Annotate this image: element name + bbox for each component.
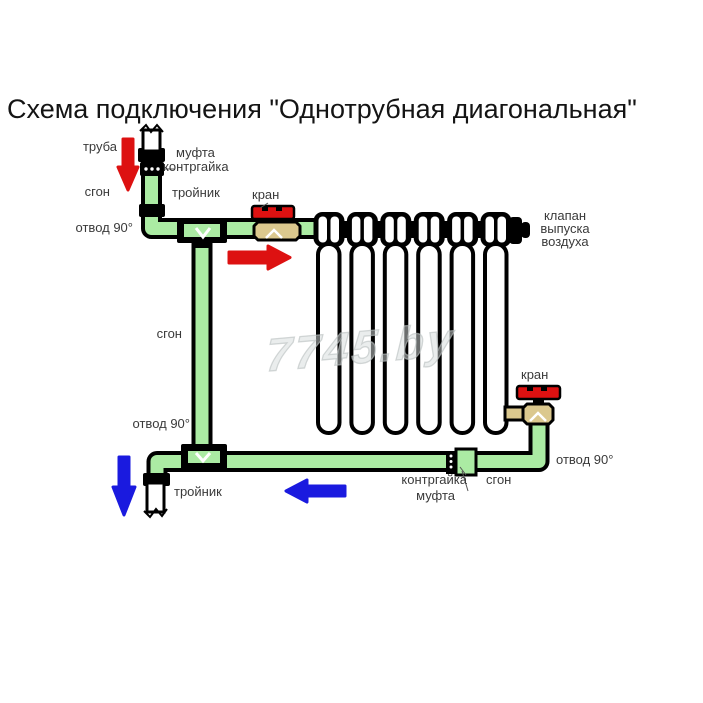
label-nipple-bottom: сгон bbox=[486, 472, 512, 487]
radiator-section-header bbox=[346, 212, 378, 247]
tee-top bbox=[177, 218, 227, 248]
return-flow-down-arrow bbox=[111, 455, 137, 517]
label-locknut-bottom: контргайка bbox=[401, 472, 467, 487]
label-pipe-top: труба bbox=[82, 139, 117, 154]
label-coupling-top: муфта bbox=[176, 145, 215, 160]
leader-lines bbox=[165, 168, 469, 492]
label-elbow-bottom-right: отвод 90° bbox=[556, 452, 614, 467]
locknut-fitting bbox=[140, 162, 164, 176]
hot-flow-right-arrow bbox=[227, 244, 292, 271]
label-tee-top: тройник bbox=[172, 185, 220, 200]
radiator-section-header bbox=[380, 212, 412, 247]
air-release-valve bbox=[509, 217, 530, 244]
label-elbow-top-left: отвод 90° bbox=[75, 220, 133, 235]
label-locknut-top: контргайка bbox=[163, 159, 229, 174]
valve-right bbox=[515, 384, 562, 426]
radiator-section-header bbox=[447, 212, 479, 247]
radiator-section-body bbox=[316, 242, 342, 435]
return-flow-left-arrow bbox=[284, 478, 347, 504]
tee-bottom bbox=[181, 444, 227, 470]
collar-above-elbow bbox=[139, 204, 165, 217]
radiator-section-body bbox=[483, 242, 509, 435]
radiator-section-body bbox=[349, 242, 375, 435]
label-elbow-mid-left: отвод 90° bbox=[132, 416, 190, 431]
radiator bbox=[313, 212, 512, 435]
radiator-section-body bbox=[416, 242, 442, 435]
label-tee-bottom: тройник bbox=[174, 484, 222, 499]
radiator-section-header bbox=[313, 212, 345, 247]
label-coupling-bottom: муфта bbox=[416, 488, 455, 503]
radiator-section-body bbox=[382, 242, 409, 435]
label-air-valve: клапан выпуска воздуха bbox=[540, 208, 590, 249]
hot-flow-down-arrow bbox=[116, 137, 140, 192]
radiator-section-header bbox=[413, 212, 445, 247]
label-nipple-mid: сгон bbox=[156, 326, 182, 341]
label-valve-right: кран bbox=[521, 367, 549, 382]
label-nipple-top: сгон bbox=[84, 184, 110, 199]
supply-pipe-stub bbox=[139, 123, 164, 153]
radiator-section-header bbox=[480, 212, 512, 247]
valve-top bbox=[250, 204, 302, 242]
label-valve-top: кран bbox=[252, 187, 280, 202]
page-title: Схема подключения "Однотрубная диагональ… bbox=[7, 94, 637, 124]
radiator-section-body bbox=[449, 242, 476, 435]
return-pipe-stub bbox=[143, 473, 170, 519]
